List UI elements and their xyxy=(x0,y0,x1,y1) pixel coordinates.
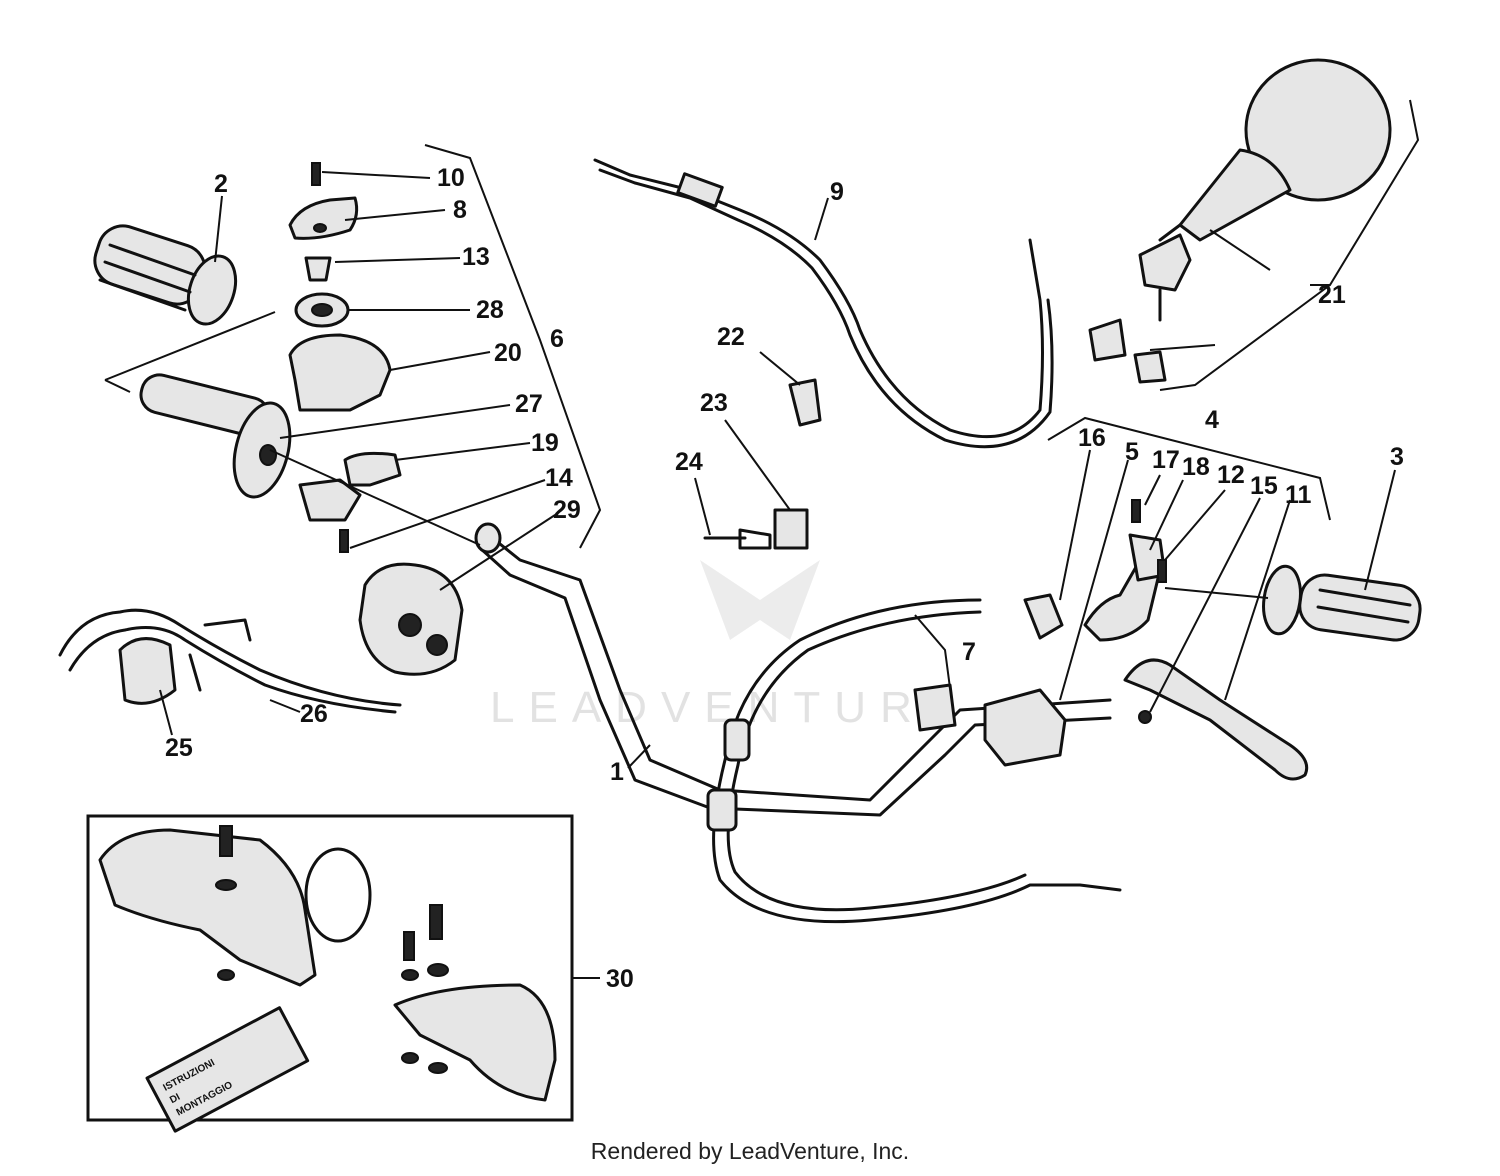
callout-labels: 1 2 3 4 5 6 7 8 9 10 11 12 13 14 15 16 1… xyxy=(165,164,1404,993)
callout-22: 22 xyxy=(717,323,745,351)
manual-line-2: DI xyxy=(168,1092,182,1107)
kill-switch-part xyxy=(58,608,402,714)
callout-21: 21 xyxy=(1318,281,1346,309)
callout-24: 24 xyxy=(675,448,703,476)
callout-16: 16 xyxy=(1078,424,1106,452)
callout-19: 19 xyxy=(531,429,559,457)
right-grip-part xyxy=(1262,564,1422,642)
callout-17: 17 xyxy=(1152,446,1180,474)
callout-13: 13 xyxy=(462,243,490,271)
callout-1: 1 xyxy=(610,758,624,786)
callout-18: 18 xyxy=(1182,453,1210,481)
cable-clamp-parts xyxy=(703,378,822,550)
lever-assembly-parts xyxy=(1023,499,1309,781)
handguard-kit-box: ISTRUZIONI DI MONTAGGIO xyxy=(86,814,574,1133)
handlebar-part xyxy=(474,522,1112,817)
callout-11: 11 xyxy=(1285,481,1312,509)
callout-9: 9 xyxy=(830,178,844,206)
callout-8: 8 xyxy=(453,196,467,224)
instruction-manual: ISTRUZIONI DI MONTAGGIO xyxy=(145,1006,310,1133)
callout-26: 26 xyxy=(300,700,328,728)
callout-12: 12 xyxy=(1217,461,1245,489)
switch-housing-part xyxy=(358,562,464,676)
render-credit: Rendered by LeadVenture, Inc. xyxy=(590,1138,910,1164)
callout-20: 20 xyxy=(494,339,522,367)
watermark: LEADVENTURE xyxy=(490,560,969,732)
left-grip-part xyxy=(93,224,238,326)
watermark-text: LEADVENTURE xyxy=(490,683,969,732)
callout-23: 23 xyxy=(700,389,728,417)
callout-5: 5 xyxy=(1125,438,1139,466)
callout-25: 25 xyxy=(165,734,193,762)
callout-28: 28 xyxy=(476,296,504,324)
callout-7: 7 xyxy=(962,638,976,666)
throttle-tube-part xyxy=(139,373,292,499)
callout-14: 14 xyxy=(545,464,573,492)
callout-15: 15 xyxy=(1250,472,1278,500)
callout-30: 30 xyxy=(606,965,634,993)
mirror-part xyxy=(1088,58,1392,384)
throttle-cable-part xyxy=(593,158,1054,449)
callout-4: 4 xyxy=(1205,406,1219,434)
callout-10: 10 xyxy=(437,164,465,192)
callout-3: 3 xyxy=(1390,443,1404,471)
callout-6: 6 xyxy=(550,325,564,353)
callout-29: 29 xyxy=(553,496,581,524)
callout-2: 2 xyxy=(214,170,228,198)
callout-27: 27 xyxy=(515,390,543,418)
leader-lines xyxy=(104,99,1420,979)
throttle-housing-parts xyxy=(288,162,402,553)
clutch-cable-part xyxy=(706,598,1122,924)
